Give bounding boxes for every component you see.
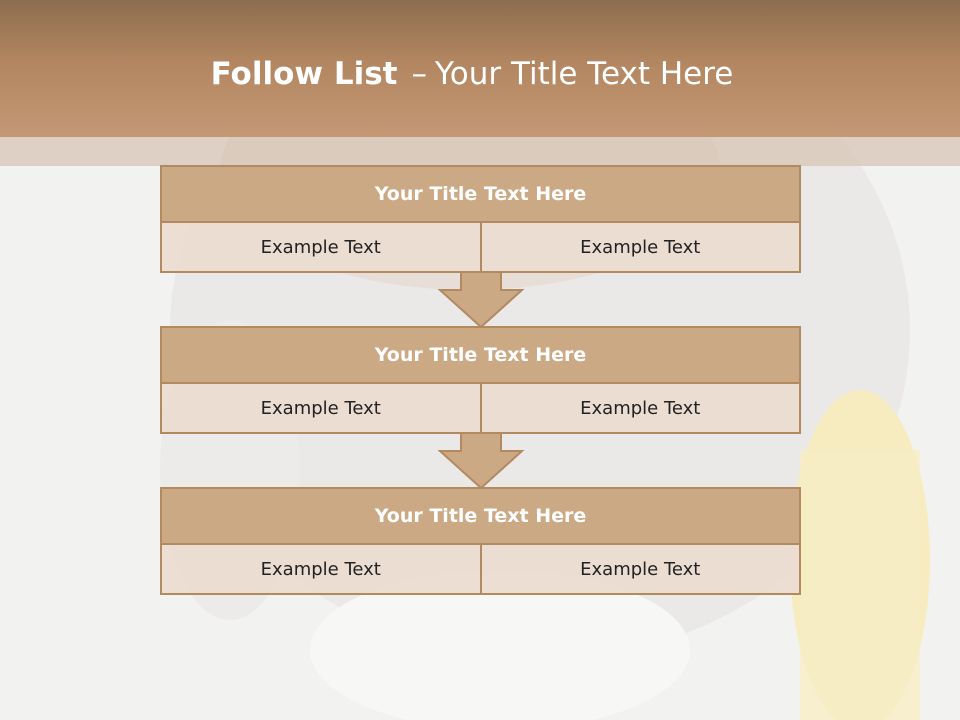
list-block-cell-left: Example Text (260, 558, 381, 580)
header-strip (0, 137, 960, 166)
slide-title-bold: Follow List (210, 56, 398, 92)
list-block-cell-left: Example Text (260, 397, 381, 419)
list-block-3: Your Title Text Here Example Text Exampl… (160, 487, 801, 595)
list-block-title: Your Title Text Here (160, 326, 801, 384)
header-band (0, 0, 960, 137)
list-block-row: Example Text Example Text (160, 223, 801, 273)
list-block-cell-left: Example Text (260, 236, 381, 258)
list-block-2: Your Title Text Here Example Text Exampl… (160, 326, 801, 434)
slide-title: Follow List–Your Title Text Here (0, 56, 944, 92)
down-arrow-icon (437, 271, 525, 329)
list-block-title: Your Title Text Here (160, 487, 801, 545)
list-block-cell-right: Example Text (479, 223, 800, 271)
slide-title-rest: Your Title Text Here (434, 56, 734, 92)
list-block-row: Example Text Example Text (160, 545, 801, 595)
list-block-row: Example Text Example Text (160, 384, 801, 434)
list-block-cell-right: Example Text (479, 545, 800, 593)
down-arrow-icon (437, 432, 525, 490)
list-block-cell-right: Example Text (479, 384, 800, 432)
list-block-title: Your Title Text Here (160, 165, 801, 223)
list-block-1: Your Title Text Here Example Text Exampl… (160, 165, 801, 273)
slide-title-separator: – (411, 56, 427, 92)
